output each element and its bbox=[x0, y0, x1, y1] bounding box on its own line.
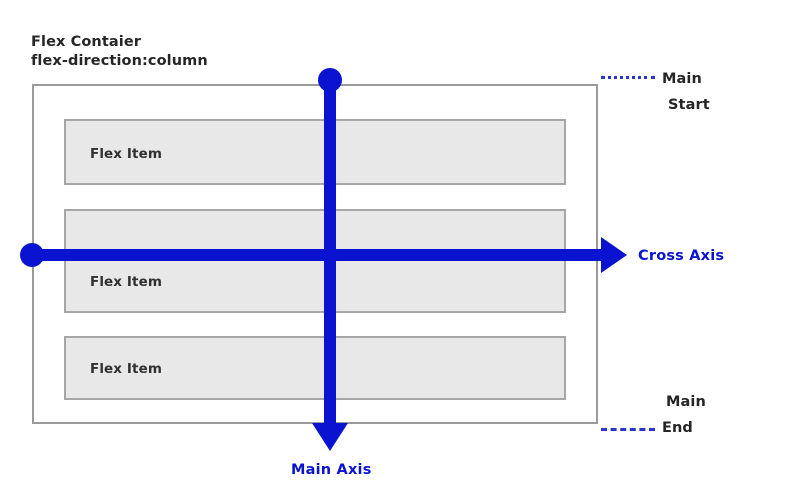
main-axis-start-dot-icon bbox=[318, 68, 342, 92]
main-end-label-line-2: End bbox=[662, 420, 693, 436]
main-start-label: Main Start bbox=[662, 66, 710, 118]
flex-item: Flex Item bbox=[64, 336, 566, 400]
main-start-guide-line bbox=[601, 76, 655, 79]
main-start-label-line-2: Start bbox=[668, 97, 710, 113]
main-axis-arrow-down-icon bbox=[312, 423, 348, 451]
main-axis-line bbox=[324, 79, 336, 428]
main-end-guide-line bbox=[601, 428, 655, 431]
diagram-title-line-2: flex-direction:column bbox=[31, 53, 208, 69]
flex-item-label: Flex Item bbox=[90, 274, 163, 290]
main-axis-label: Main Axis bbox=[291, 462, 372, 478]
main-end-label-line-1: Main bbox=[666, 394, 706, 410]
main-end-label: Main End bbox=[662, 389, 706, 441]
flex-item-label: Flex Item bbox=[90, 146, 163, 162]
diagram-title: Flex Contaier flex-direction:column bbox=[31, 33, 208, 71]
cross-axis-line bbox=[32, 249, 606, 261]
main-start-label-line-1: Main bbox=[662, 71, 702, 87]
flex-item-label: Flex Item bbox=[90, 361, 163, 377]
cross-axis-arrow-right-icon bbox=[601, 237, 627, 273]
cross-axis-label: Cross Axis bbox=[638, 248, 725, 264]
flex-item: Flex Item bbox=[64, 209, 566, 313]
flex-item: Flex Item bbox=[64, 119, 566, 185]
cross-axis-start-dot-icon bbox=[20, 243, 44, 267]
diagram-title-line-1: Flex Contaier bbox=[31, 34, 142, 50]
